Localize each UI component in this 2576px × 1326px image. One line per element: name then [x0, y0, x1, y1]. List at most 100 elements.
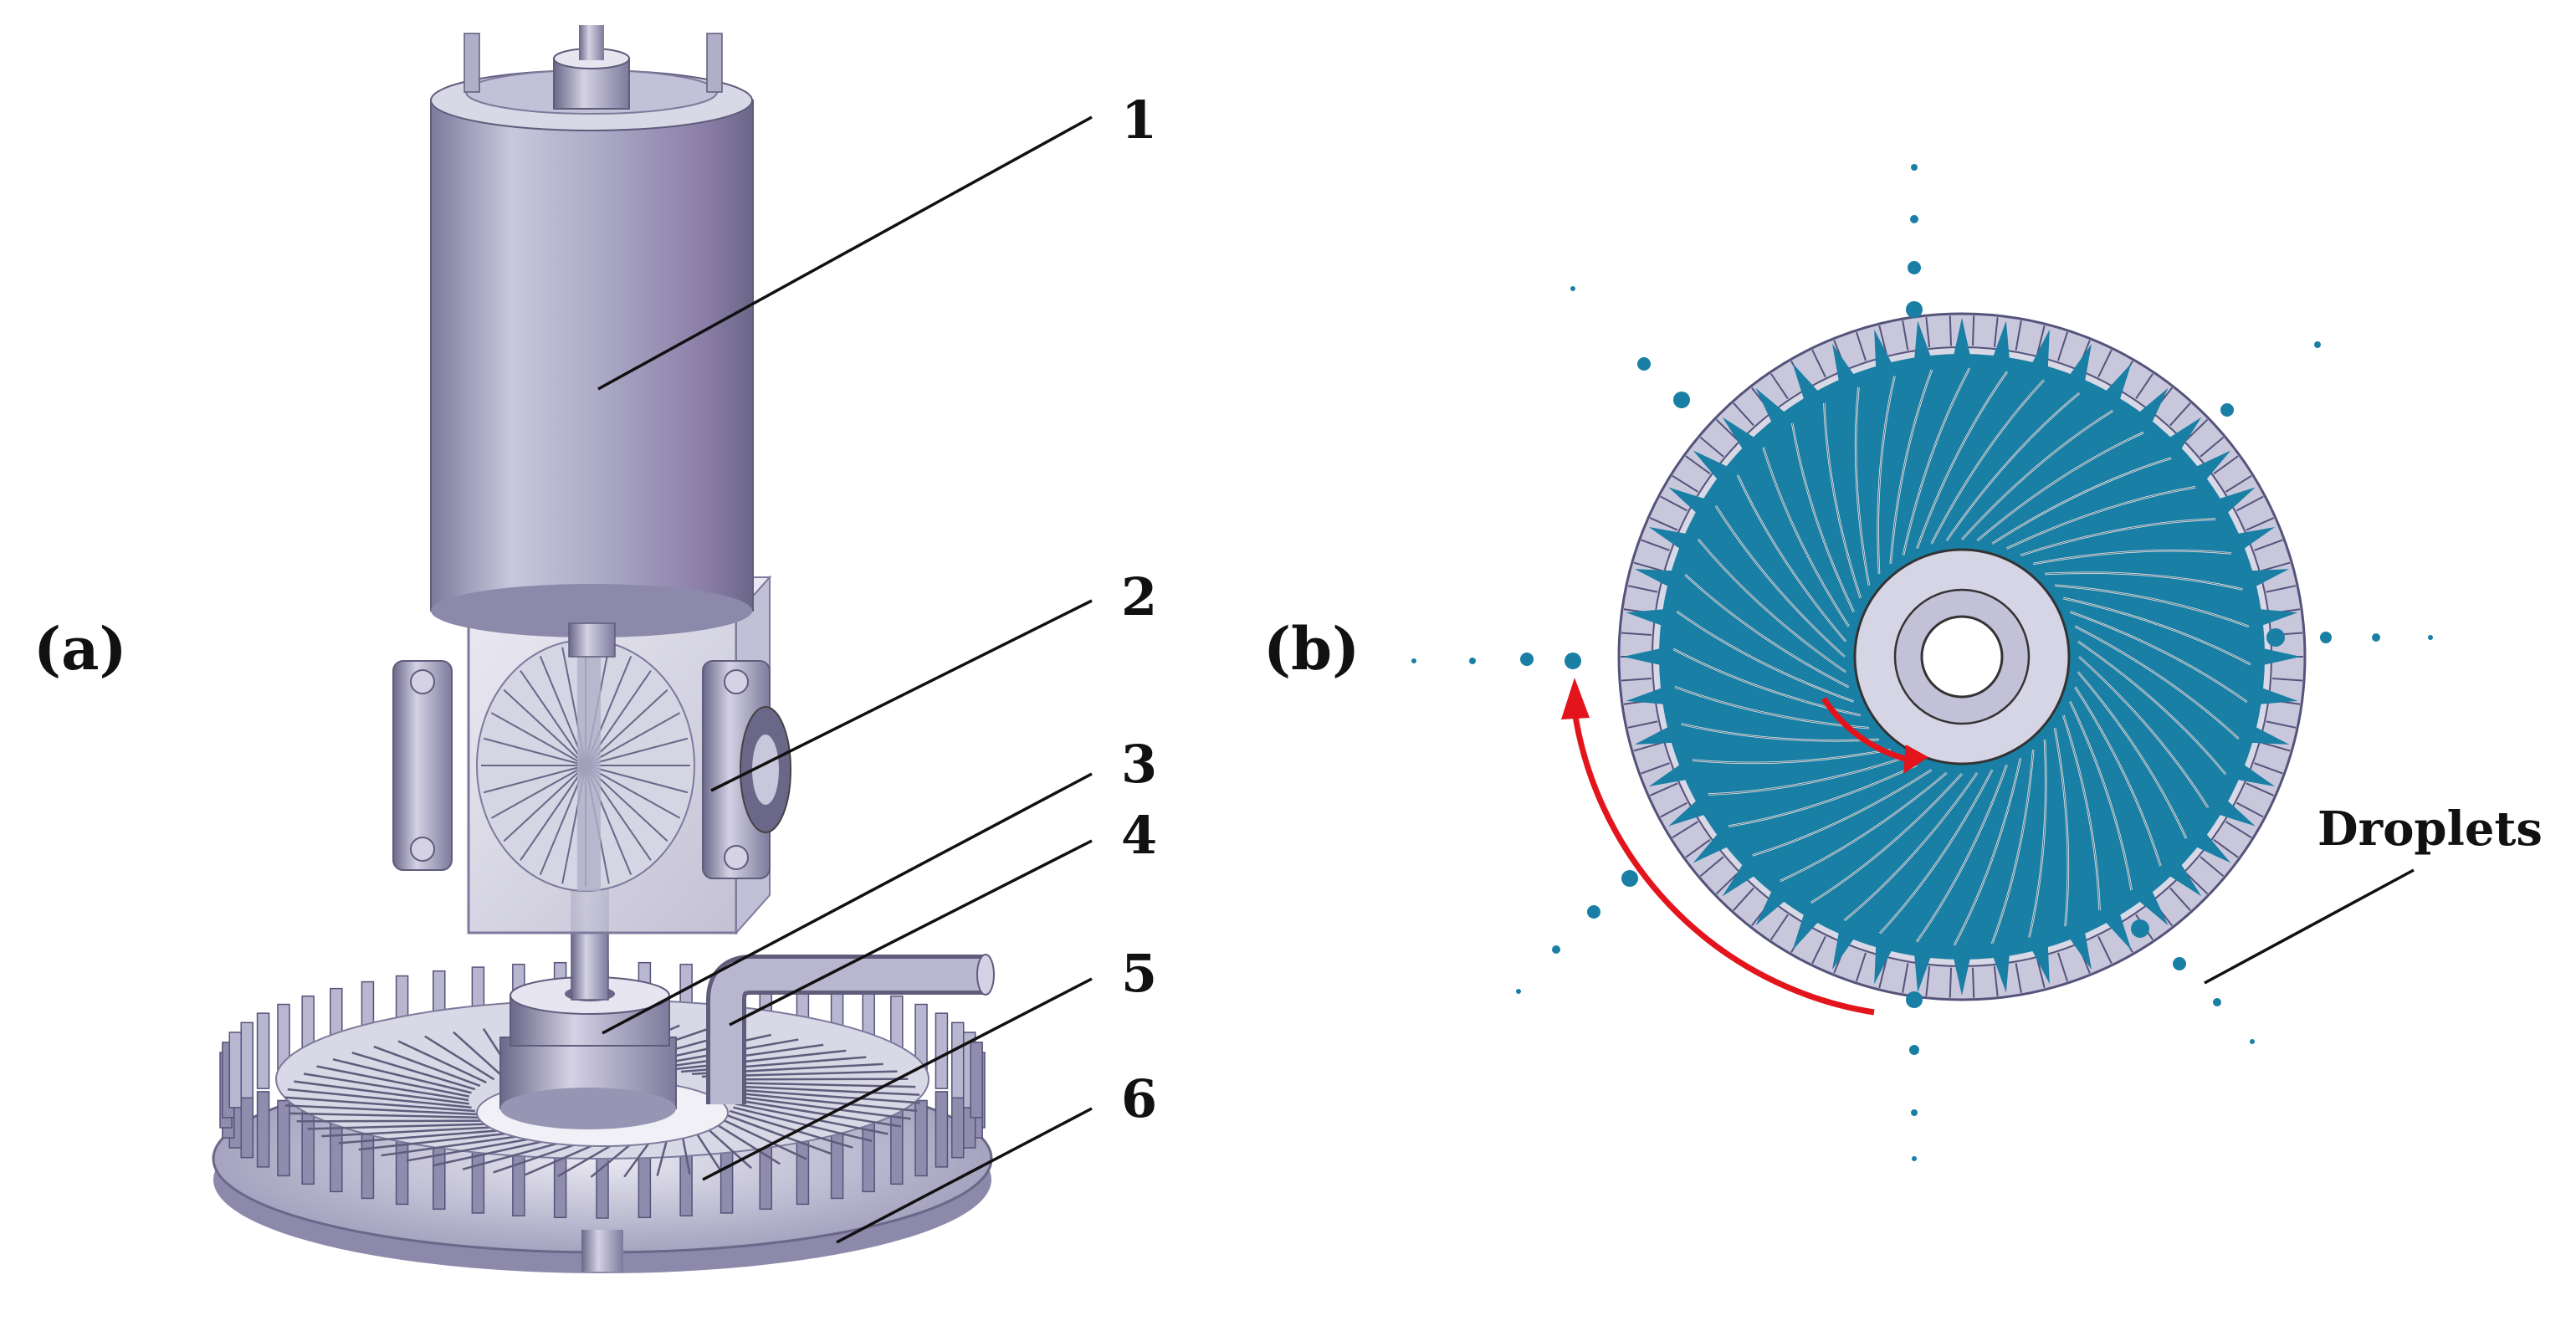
liquid-spike — [2064, 923, 2092, 970]
ring-tooth — [1949, 967, 1953, 998]
rim-tooth — [950, 1021, 965, 1099]
liquid-spike — [1990, 945, 2010, 993]
callout-4: 4 — [1121, 805, 1157, 866]
ring-tooth — [1621, 677, 1652, 682]
channel-edge — [1903, 367, 1970, 555]
liquid-spike — [1832, 923, 1860, 970]
vane — [289, 1112, 487, 1119]
droplet — [2266, 628, 2285, 647]
ring-tooth — [2097, 349, 2113, 378]
ring-tooth — [2266, 585, 2297, 593]
ring-tooth — [1621, 632, 1652, 637]
ring-tooth — [1971, 967, 1975, 998]
vane — [730, 1088, 920, 1104]
ring-tooth — [2246, 782, 2275, 796]
gear-tooth — [503, 765, 586, 842]
liquid-spike — [1913, 945, 1934, 993]
vane — [397, 1040, 487, 1084]
rotation-arrow-icon — [1561, 678, 1928, 1016]
ring-tooth — [1878, 325, 1887, 356]
rim-tooth — [301, 1108, 315, 1185]
shaft-collar — [499, 976, 677, 1129]
liquid-spike — [2210, 794, 2256, 827]
droplet — [1911, 164, 1918, 171]
vane — [709, 1119, 781, 1165]
vane — [729, 1109, 853, 1149]
vane — [294, 1080, 470, 1105]
channel-edge — [1879, 770, 1993, 934]
liquid-spike — [2027, 329, 2050, 377]
rim-tooth — [935, 1091, 949, 1168]
droplet — [1621, 870, 1638, 887]
liquid-spike — [2064, 343, 2092, 391]
leader-line-6 — [836, 1107, 1093, 1244]
droplet — [2314, 341, 2321, 348]
rim-tooth — [256, 1012, 270, 1089]
leader-line-4 — [729, 839, 1093, 1026]
panel-a-label: (a) — [33, 614, 127, 683]
vane — [733, 1092, 918, 1113]
ring-tooth — [2200, 856, 2225, 878]
liquid-spike — [1634, 569, 1682, 591]
gear-tooth — [490, 765, 586, 819]
ring-tooth — [1971, 315, 1975, 346]
ring-tooth — [1641, 762, 1670, 775]
gear-tooth — [520, 765, 586, 861]
callout-5: 5 — [1121, 943, 1157, 1004]
channel-edge — [1780, 772, 1948, 882]
droplet — [2372, 633, 2380, 642]
droplet — [1909, 1045, 1919, 1055]
droplet — [1587, 905, 1600, 919]
leader-line-1 — [597, 115, 1093, 391]
liquid-spike — [1874, 936, 1897, 985]
ring-tooth — [2235, 495, 2264, 512]
droplet — [1469, 658, 1476, 664]
ring-tooth — [1993, 317, 1999, 348]
vane — [724, 1113, 832, 1155]
motor — [430, 25, 754, 658]
ring-tooth — [1627, 585, 1658, 593]
panel-a: (a) — [33, 25, 1157, 1273]
liquid-spike — [2254, 646, 2301, 668]
liquid-spike — [2251, 684, 2298, 705]
droplets-leader-line — [2204, 868, 2415, 985]
droplet — [1906, 991, 1923, 1008]
liquid-spike — [2228, 759, 2276, 786]
droplet — [1911, 1109, 1918, 1116]
droplet — [1570, 286, 1575, 291]
droplet — [2320, 632, 2332, 643]
liquid-spike — [2188, 450, 2231, 487]
channel-edge — [2020, 518, 2216, 556]
rim-tooth — [862, 1115, 875, 1193]
rim-tooth — [914, 1099, 928, 1177]
ring-tooth — [2097, 935, 2113, 965]
ring-tooth — [2235, 801, 2264, 818]
liquid-spike — [2027, 936, 2050, 985]
vane — [296, 1119, 494, 1123]
channel-edge — [1855, 387, 1870, 586]
vane — [735, 1095, 911, 1120]
liquid-spike — [2099, 904, 2132, 950]
gear-tooth — [483, 765, 586, 794]
ring-tooth — [1685, 838, 1711, 858]
liquid-spike — [1832, 343, 1860, 391]
channel-edge — [2062, 714, 2101, 911]
channel-edge — [1877, 376, 1896, 575]
liquid-spike — [2228, 527, 2276, 555]
vane — [733, 1106, 873, 1143]
ring-tooth — [2015, 963, 2022, 993]
ring-tooth — [2213, 455, 2239, 475]
channel-edge — [1708, 757, 1904, 796]
channel-edge — [2074, 686, 2161, 867]
channel-edge — [1916, 371, 2008, 549]
channel-edge — [2070, 611, 2248, 703]
ring-tooth — [2272, 677, 2303, 682]
liquid-spike — [2132, 387, 2169, 431]
liquid-spike — [1634, 722, 1682, 745]
ring-tooth — [2057, 331, 2069, 361]
droplet — [1910, 215, 1918, 223]
droplets-label: Droplets — [2317, 801, 2543, 857]
ring-tooth — [1672, 821, 1699, 839]
channel-edge — [2063, 597, 2251, 665]
